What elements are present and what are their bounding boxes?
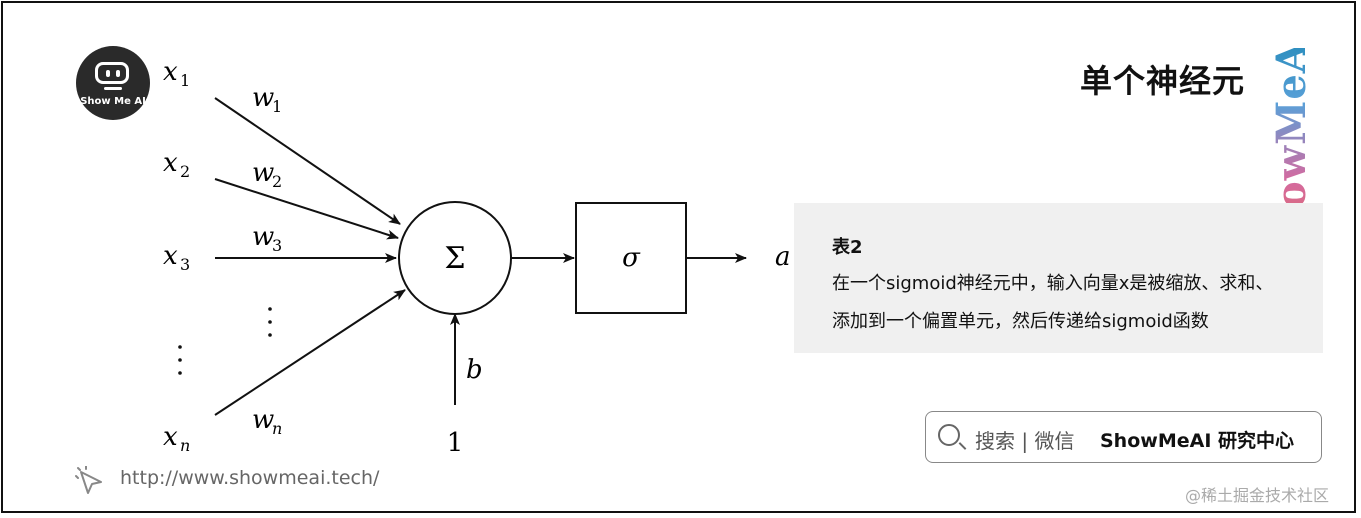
- caption-card: 表2 在一个sigmoid神经元中，输入向量x是被缩放、求和、 添加到一个偏置单…: [794, 203, 1323, 353]
- bias-label: b: [466, 355, 483, 385]
- svg-text:x: x: [163, 57, 178, 87]
- caption-line-1: 在一个sigmoid神经元中，输入向量x是被缩放、求和、: [832, 273, 1274, 294]
- svg-text:2: 2: [180, 162, 190, 181]
- svg-text:1: 1: [272, 97, 282, 116]
- ellipsis-inputs: [178, 345, 182, 375]
- cursor-click-icon: [75, 466, 102, 494]
- svg-text:w: w: [252, 158, 274, 188]
- svg-text:x: x: [163, 241, 178, 271]
- activation-box: [575, 202, 687, 314]
- svg-text:x: x: [163, 148, 178, 178]
- search-brand: ShowMeAI 研究中心: [1100, 430, 1294, 452]
- svg-text:1: 1: [180, 71, 190, 90]
- svg-text:x: x: [163, 422, 178, 452]
- search-box[interactable]: 搜索 | 微信 ShowMeAI 研究中心: [925, 411, 1322, 463]
- output-label: a: [775, 242, 791, 272]
- bias-value: 1: [447, 428, 464, 458]
- sum-symbol: Σ: [444, 241, 465, 276]
- caption-line-2: 添加到一个偏置单元，然后传递给sigmoid函数: [832, 311, 1209, 332]
- weight-label-w3: w3: [252, 222, 282, 255]
- svg-text:w: w: [252, 405, 274, 435]
- search-icon: [938, 424, 960, 446]
- showmeai-logo: Show Me AI: [76, 46, 150, 120]
- edge-x1: [214, 97, 401, 225]
- svg-text:n: n: [180, 436, 190, 455]
- svg-text:w: w: [252, 83, 274, 113]
- edge-xn: [214, 289, 406, 416]
- svg-text:3: 3: [180, 255, 190, 274]
- footer-url[interactable]: http://www.showmeai.tech/: [120, 467, 380, 489]
- weight-label-wn: wn: [252, 405, 282, 438]
- svg-text:w: w: [252, 222, 274, 252]
- robot-face-icon: [95, 62, 129, 84]
- weight-label-w2: w2: [252, 158, 282, 191]
- page-title: 单个神经元: [1080, 62, 1246, 100]
- caption-title: 表2: [832, 237, 863, 258]
- svg-text:3: 3: [272, 236, 282, 255]
- weight-label-w1: w1: [252, 83, 282, 116]
- watermark-text: @稀土掘金技术社区: [1185, 486, 1330, 505]
- activation-symbol: σ: [622, 243, 641, 273]
- search-hint: 搜索 | 微信: [975, 429, 1075, 453]
- ellipsis-weights: [268, 307, 272, 337]
- edge-x2: [214, 178, 399, 240]
- logo-text: Show Me AI: [80, 96, 146, 107]
- svg-text:n: n: [272, 419, 282, 438]
- svg-text:2: 2: [272, 172, 282, 191]
